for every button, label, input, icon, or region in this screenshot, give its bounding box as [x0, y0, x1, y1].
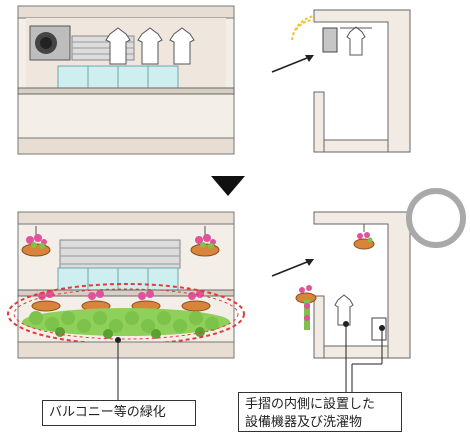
- label-equipment-laundry: 手摺の内側に設置した 設備機器及び洗濯物: [238, 392, 402, 432]
- highlight-ring: [406, 188, 466, 248]
- balcony-after-elevation: [7, 211, 245, 400]
- label-balcony-greening: バルコニー等の緑化: [42, 400, 196, 426]
- hanging-basket-left: [21, 226, 51, 257]
- arrow-icon: [271, 259, 314, 277]
- greenery: [22, 308, 230, 339]
- laundry-icon: [105, 27, 195, 65]
- air-conditioner-icon: [29, 25, 71, 61]
- down-triangle-icon: [211, 176, 245, 196]
- balcony-before-section: [271, 9, 411, 153]
- hanging-basket-right: [190, 226, 220, 257]
- rail-planters: [31, 290, 211, 312]
- balcony-before-elevation: [17, 5, 235, 155]
- arrow-icon: [271, 55, 314, 73]
- sun-glare: [291, 15, 315, 41]
- glass-railing: [57, 65, 179, 91]
- balcony-after-section: [271, 188, 466, 392]
- label-equipment-line1: 手摺の内側に設置した: [245, 397, 376, 412]
- label-equipment-line2: 設備機器及び洗濯物: [245, 415, 363, 430]
